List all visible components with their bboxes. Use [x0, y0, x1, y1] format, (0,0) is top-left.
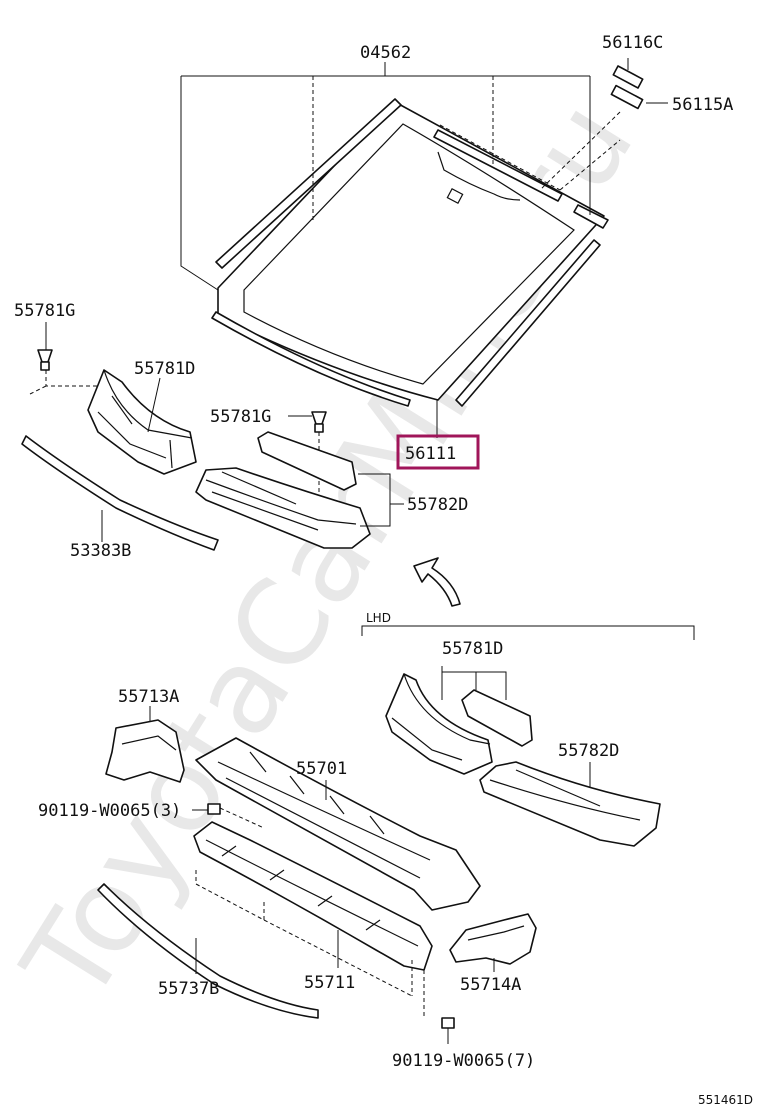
label-bolt-a[interactable]: 90119-W0065(3) [38, 801, 181, 821]
highlight-box [396, 434, 480, 470]
lhd-louver-drawing [385, 666, 533, 775]
label-side-bracket-right[interactable]: 55714A [460, 975, 521, 995]
label-cowl-louver-right[interactable]: 55782D [407, 495, 468, 515]
diagram-code: 551461D [698, 1093, 753, 1107]
side-bracket-right-drawing [449, 913, 537, 972]
label-lhd-louver[interactable]: 55781D [442, 639, 503, 659]
label-seal-lower[interactable]: 53383B [70, 541, 131, 561]
label-windshield-glass[interactable]: 04562 [360, 43, 411, 63]
label-windshield-molding[interactable]: 56111 [405, 444, 456, 464]
label-cowl-seal[interactable]: 55737B [158, 979, 219, 999]
label-lhd-louver-right[interactable]: 55782D [558, 741, 619, 761]
section-label-lhd: LHD [366, 611, 391, 625]
seal-lower-drawing [21, 435, 219, 551]
label-molding-upper[interactable]: 56115A [672, 95, 733, 115]
label-clip-center[interactable]: 55781G [210, 407, 271, 427]
label-cowl-top-panel[interactable]: 55701 [296, 759, 347, 779]
view-arrow-icon [413, 557, 461, 607]
label-bolt-b[interactable]: 90119-W0065(7) [392, 1051, 535, 1071]
windshield-glass-drawing [180, 62, 621, 407]
label-clip-left[interactable]: 55781G [14, 301, 75, 321]
label-cowl-panel-inner[interactable]: 55711 [304, 973, 355, 993]
molding-clips-drawing [539, 58, 668, 191]
cowl-louver-left-drawing [87, 369, 197, 475]
label-cowl-louver-left[interactable]: 55781D [134, 359, 195, 379]
cowl-top-panel-drawing [195, 737, 481, 911]
label-side-bracket-left[interactable]: 55713A [118, 687, 179, 707]
cowl-seal-drawing [97, 883, 319, 1019]
lhd-bracket [361, 625, 695, 640]
cowl-louver-right-drawing [195, 431, 404, 549]
lhd-louver-right-drawing [479, 761, 661, 847]
label-molding-upper-clip[interactable]: 56116C [602, 33, 663, 53]
clip-left-drawing [29, 322, 100, 395]
cowl-panel-inner-drawing [193, 821, 433, 1018]
bolt-b-drawing [441, 1017, 455, 1044]
side-bracket-left-drawing [105, 706, 185, 783]
